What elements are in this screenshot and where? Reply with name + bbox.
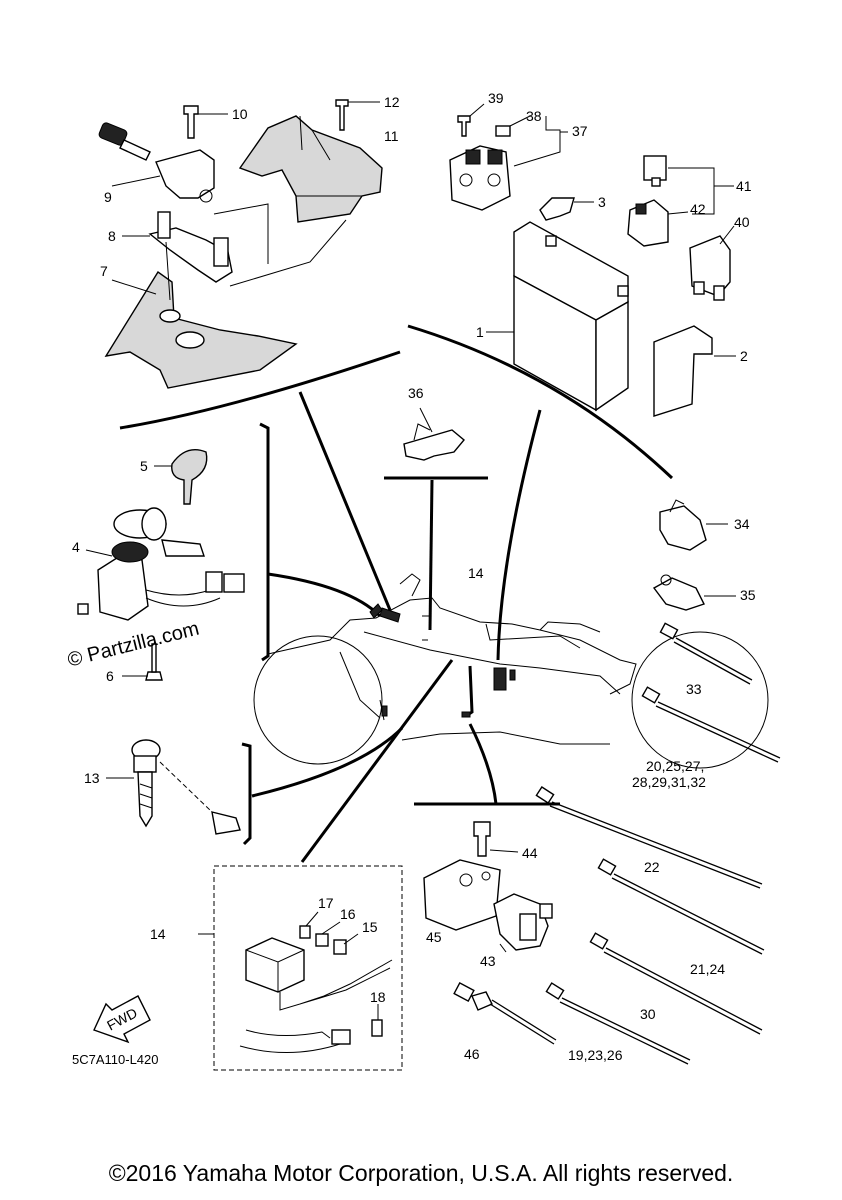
part-46-cable-tie: [489, 999, 557, 1045]
part-6-screw: [145, 671, 163, 681]
part-5-key: [171, 449, 208, 505]
label-1: 1: [476, 324, 484, 340]
label-44: 44: [522, 845, 538, 861]
part-10-bolt: [183, 105, 199, 139]
label-2: 2: [740, 348, 748, 364]
label-43: 43: [480, 953, 496, 969]
label-19: 19,23,26: [568, 1047, 623, 1063]
atv-outline: [253, 573, 769, 769]
label-22: 22: [644, 859, 660, 875]
sensor-group: [423, 821, 553, 953]
part-22-cable-tie: [549, 801, 763, 889]
label-40: 40: [734, 214, 750, 230]
part-18-connector: [371, 1019, 383, 1037]
part-30-cable-tie: [603, 947, 763, 1035]
part-19-cable-tie: [559, 997, 691, 1065]
label-42: 42: [690, 201, 706, 217]
label-30: 30: [640, 1006, 656, 1022]
label-46: 46: [464, 1046, 480, 1062]
part-7-lower-bracket: [104, 270, 298, 389]
part-9-key: [98, 122, 151, 161]
part-3-terminal-cover: [539, 197, 575, 221]
part-2-battery-band: [653, 325, 713, 417]
label-20-line1: 20,25,27,: [646, 758, 704, 774]
label-36: 36: [408, 385, 424, 401]
part-17-fuse: [299, 925, 311, 939]
part-20-cable-tie: [655, 701, 781, 763]
clamps-ties-group: [453, 499, 781, 1065]
part-40-unit: [689, 235, 731, 297]
part-12-bolt: [335, 99, 349, 131]
part-42-relay-holder: [627, 199, 669, 247]
copyright-notice: ©2016 Yamaha Motor Corporation, U.S.A. A…: [108, 1160, 734, 1186]
part-19-cable-tie-head: [545, 982, 565, 1000]
label-16: 16: [340, 906, 356, 922]
part-11-cover: [238, 115, 383, 223]
label-41: 41: [736, 178, 752, 194]
part-1-battery: [486, 221, 629, 412]
part-39-bolt: [457, 115, 471, 137]
wire-harness-group: [198, 865, 403, 1071]
watermark: © Partzilla.com: [65, 618, 201, 672]
label-14-box: 14: [150, 926, 166, 942]
part-38-fuse: [495, 125, 511, 137]
part-45-cover: [423, 859, 501, 931]
label-34: 34: [734, 516, 750, 532]
part-15-fuse: [333, 939, 347, 955]
label-9: 9: [104, 189, 112, 205]
part-46-cable-tie-head: [453, 981, 475, 1003]
part-44-bolt: [473, 821, 491, 857]
label-39: 39: [488, 90, 504, 106]
fwd-arrow-icon: FWD: [93, 995, 151, 1044]
label-4: 4: [72, 539, 80, 555]
main-switch-group: [77, 449, 245, 835]
part-13-switch: [106, 739, 241, 835]
label-6: 6: [106, 668, 114, 684]
diagram-code: 5C7A110-L420: [72, 1052, 159, 1067]
label-37: 37: [572, 123, 588, 139]
label-20-line2: 28,29,31,32: [632, 774, 706, 790]
label-3: 3: [598, 194, 606, 210]
label-33: 33: [686, 681, 702, 697]
label-38: 38: [526, 108, 542, 124]
part-34-clamp: [659, 505, 707, 551]
label-12: 12: [384, 94, 400, 110]
label-7: 7: [100, 263, 108, 279]
part-21-cable-tie-head: [597, 858, 617, 876]
label-14-center: 14: [468, 565, 484, 581]
part-20-cable-tie-head: [641, 686, 661, 704]
part-16-fuse: [315, 933, 329, 947]
callout-labels: 10 12 11 9 8 7 39 38 37 3 41 42 40 1 2 3…: [72, 90, 756, 1063]
label-18: 18: [370, 989, 386, 1005]
part-9-main-switch: [155, 149, 215, 199]
part-33-cable-tie: [673, 637, 753, 685]
label-17: 17: [318, 895, 334, 911]
label-5: 5: [140, 458, 148, 474]
battery-relay-group: [449, 103, 736, 417]
label-15: 15: [362, 919, 378, 935]
handlebar-bracket-group: [98, 99, 383, 389]
label-11: 11: [384, 128, 399, 144]
label-10: 10: [232, 106, 248, 122]
label-13: 13: [84, 770, 100, 786]
part-22-cable-tie-head: [535, 786, 555, 804]
label-21: 21,24: [690, 961, 725, 977]
part-36-clamp: [403, 429, 465, 461]
part-8-bracket: [148, 227, 233, 283]
label-35: 35: [740, 587, 756, 603]
label-8: 8: [108, 228, 116, 244]
part-35-clamp: [652, 577, 705, 611]
part-30-cable-tie-head: [589, 932, 609, 950]
part-41-relay: [643, 155, 667, 181]
part-21-cable-tie: [611, 873, 765, 955]
label-45: 45: [426, 929, 442, 945]
part-33-cable-tie-head: [659, 622, 679, 640]
part-4-main-switch: [97, 555, 149, 621]
